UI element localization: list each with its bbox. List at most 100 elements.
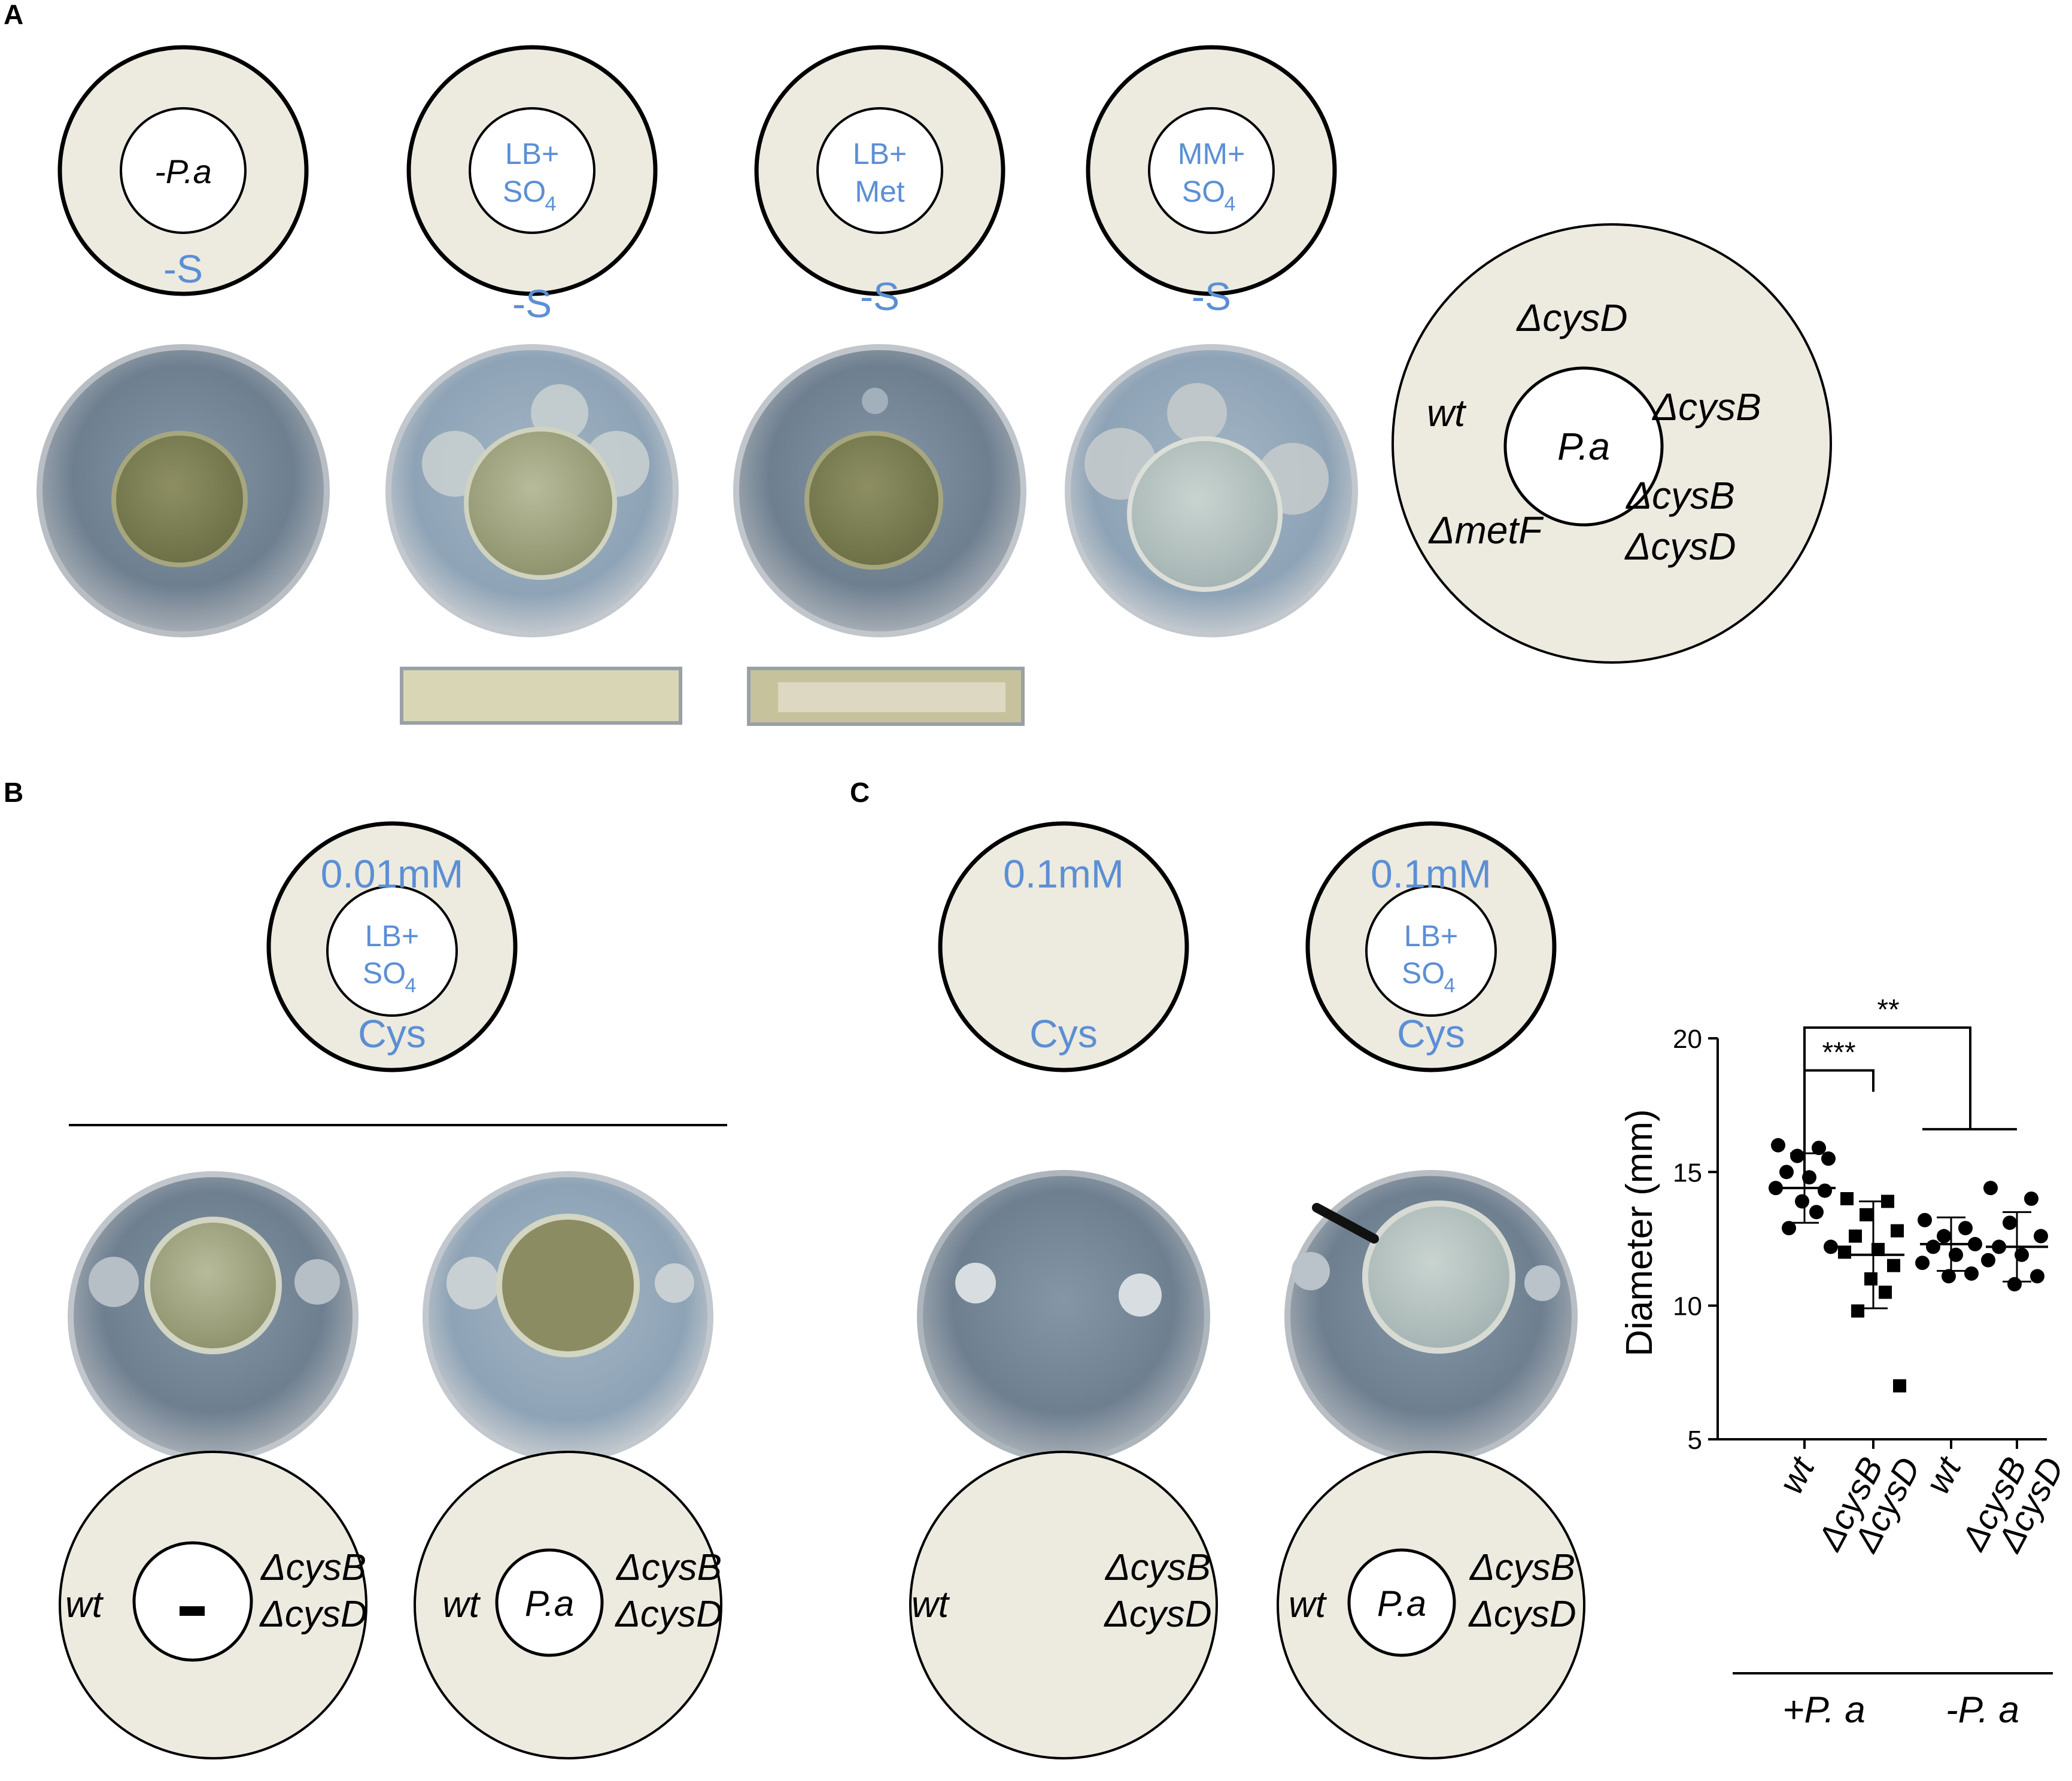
inner-well <box>816 107 943 234</box>
inner-well <box>1365 885 1497 1017</box>
key-center-well <box>1503 366 1664 527</box>
group-label: -P. a <box>1946 1689 2019 1731</box>
data-point-circle <box>1915 1256 1930 1271</box>
panel-label-c: C <box>850 777 870 808</box>
data-point-circle <box>1821 1151 1836 1166</box>
key-center-dash <box>180 1606 205 1616</box>
y-tick-label: 15 <box>1673 1158 1702 1187</box>
layout-key-b2: P.a wt ΔcysB ΔcysD <box>414 1451 723 1759</box>
data-point-square <box>1887 1259 1900 1272</box>
key-right-label: ΔcysB <box>1651 385 1761 428</box>
key-left-label: wt <box>912 1584 950 1625</box>
tube-photo-1 <box>400 667 682 725</box>
amino-acid-label: Cys <box>1397 1011 1465 1056</box>
amino-acid-label: Cys <box>358 1011 426 1056</box>
key-left-label: wt <box>442 1584 481 1625</box>
y-tick-label: 10 <box>1673 1292 1702 1321</box>
data-point-circle <box>1937 1229 1951 1244</box>
group-label: +P. a <box>1782 1689 1866 1731</box>
data-point-circle <box>1790 1148 1804 1163</box>
plate-photo-a4 <box>1065 344 1358 637</box>
key-right-label-1: ΔcysB <box>1469 1547 1575 1588</box>
data-point-circle <box>1942 1269 1956 1284</box>
key-bottom-right-label-2: ΔcysD <box>1624 525 1736 568</box>
schematic-c1: 0.1mM Cys <box>938 821 1189 1072</box>
data-point-circle <box>1981 1253 1995 1268</box>
data-point-circle <box>2034 1229 2048 1244</box>
data-point-square <box>1891 1224 1904 1238</box>
data-point-circle <box>1824 1239 1838 1254</box>
key-right-label-2: ΔcysD <box>259 1594 367 1635</box>
schematic-a2: LB+ SO 4 -S <box>406 45 658 326</box>
panel-label-b: B <box>4 777 23 808</box>
data-point-circle <box>1795 1194 1809 1209</box>
inner-label-line1: MM+ <box>1178 137 1245 171</box>
data-point-square <box>1851 1304 1864 1318</box>
key-bottom-left-label: ΔmetF <box>1428 509 1545 552</box>
layout-key-c2: P.a wt ΔcysB ΔcysD <box>1277 1451 1585 1759</box>
schematic-a3: LB+ Met -S <box>754 45 1005 318</box>
tube-photo-2 <box>747 667 1025 726</box>
y-tick-label: 20 <box>1673 1025 1702 1054</box>
significance-label: ** <box>1877 994 1899 1026</box>
schematic-c2: 0.1mM LB+ SO 4 Cys <box>1305 821 1557 1072</box>
inner-label-line2: SO <box>1402 956 1445 990</box>
inner-label-subscript: 4 <box>545 193 557 215</box>
significance-bracket <box>1803 1069 1874 1183</box>
key-right-label-2: ΔcysD <box>1468 1594 1576 1635</box>
key-top-label: ΔcysD <box>1515 296 1627 339</box>
data-point-circle <box>1926 1239 1940 1254</box>
data-point-circle <box>2003 1215 2017 1230</box>
key-right-label-1: ΔcysB <box>615 1547 722 1588</box>
chart-marks: ***** <box>1769 994 2048 1393</box>
data-point-circle <box>1809 1205 1824 1220</box>
data-point-square <box>1893 1379 1906 1393</box>
data-point-circle <box>1779 1165 1794 1180</box>
key-center-well <box>495 1548 604 1657</box>
data-point-circle <box>1812 1141 1826 1156</box>
inner-label: -P.a <box>154 153 211 190</box>
key-center-label: P.a <box>525 1584 574 1624</box>
key-plate <box>909 1451 1218 1759</box>
inner-label-subscript: 4 <box>1225 193 1236 215</box>
inner-well <box>326 885 458 1017</box>
outer-label: -S <box>163 247 203 291</box>
inner-well <box>1148 107 1275 234</box>
inner-label-line1: LB+ <box>365 919 419 953</box>
data-point-circle <box>1918 1212 1932 1227</box>
data-point-square <box>1864 1272 1877 1285</box>
inner-well <box>469 107 596 234</box>
data-point-circle <box>1949 1247 1963 1262</box>
data-point-square <box>1849 1229 1862 1243</box>
concentration-label: 0.1mM <box>1003 852 1124 896</box>
data-point-circle <box>2015 1247 2029 1262</box>
data-point-circle <box>1964 1266 1979 1281</box>
data-point-square <box>1840 1192 1854 1205</box>
concentration-label: 0.1mM <box>1371 852 1491 896</box>
outer-label: -S <box>860 274 900 318</box>
key-right-label-2: ΔcysD <box>1103 1594 1211 1635</box>
inner-label-subscript: 4 <box>1444 974 1456 997</box>
key-left-label: wt <box>1427 391 1466 434</box>
y-axis-label: Diameter (mm) <box>1619 1109 1660 1356</box>
inner-label-line2: SO <box>363 956 406 990</box>
key-center-well <box>132 1541 253 1662</box>
inner-well <box>120 107 247 234</box>
concentration-label: 0.01mM <box>321 852 463 896</box>
data-point-circle <box>1818 1183 1832 1198</box>
plate-photo-c1 <box>917 1170 1210 1463</box>
plate-photo-a1 <box>37 344 330 637</box>
plate-outline <box>938 821 1189 1072</box>
schematic-a1: -P.a -S <box>57 45 309 296</box>
significance-bracket <box>1803 1026 1971 1129</box>
data-point-square <box>1838 1245 1851 1259</box>
x-tick-label: wt <box>1918 1449 1970 1500</box>
inner-label-line2: SO <box>1182 175 1225 208</box>
key-right-label-1: ΔcysB <box>1104 1547 1211 1588</box>
panel-label-a: A <box>4 0 23 30</box>
data-point-circle <box>1983 1181 1998 1196</box>
plate-photo-a3 <box>733 344 1026 637</box>
